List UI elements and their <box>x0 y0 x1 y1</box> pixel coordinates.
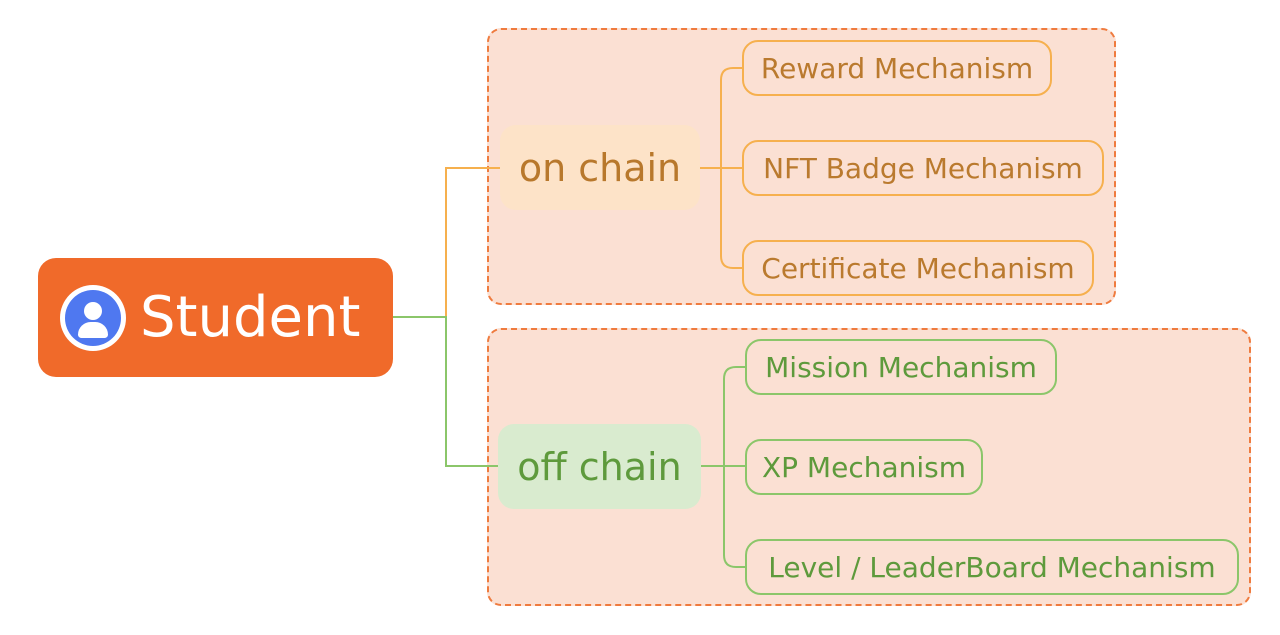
certificate-mechanism-label: Certificate Mechanism <box>761 251 1075 285</box>
root-to-on-chain-connector <box>393 167 500 318</box>
user-icon-body <box>78 321 108 338</box>
student-root-node[interactable]: Student <box>38 258 393 377</box>
user-icon <box>60 284 126 351</box>
mission-mechanism-node[interactable]: Mission Mechanism <box>745 339 1057 395</box>
off-chain-to-level-leaderboard-connector <box>701 465 745 568</box>
off-chain-to-mission-connector <box>701 366 745 467</box>
reward-mechanism-node[interactable]: Reward Mechanism <box>742 40 1052 96</box>
nft-badge-mechanism-node[interactable]: NFT Badge Mechanism <box>742 140 1104 196</box>
on-chain-to-certificate-connector <box>700 167 742 269</box>
on-chain-node[interactable]: on chain <box>500 125 700 210</box>
student-label: Student <box>140 285 361 350</box>
off-chain-node[interactable]: off chain <box>498 424 701 509</box>
on-chain-to-reward-connector <box>700 67 742 169</box>
root-to-off-chain-connector <box>393 316 498 467</box>
level-leaderboard-mechanism-node[interactable]: Level / LeaderBoard Mechanism <box>745 539 1239 595</box>
nft-badge-mechanism-label: NFT Badge Mechanism <box>763 151 1083 185</box>
user-icon-avatar <box>65 289 121 346</box>
off-chain-label: off chain <box>517 444 682 489</box>
xp-mechanism-label: XP Mechanism <box>761 450 967 484</box>
xp-mechanism-node[interactable]: XP Mechanism <box>745 439 983 495</box>
mission-mechanism-label: Mission Mechanism <box>765 350 1037 384</box>
level-leaderboard-mechanism-label: Level / LeaderBoard Mechanism <box>768 550 1216 584</box>
certificate-mechanism-node[interactable]: Certificate Mechanism <box>742 240 1094 296</box>
user-icon-head <box>84 301 102 320</box>
on-chain-label: on chain <box>518 145 682 190</box>
reward-mechanism-label: Reward Mechanism <box>760 51 1034 85</box>
